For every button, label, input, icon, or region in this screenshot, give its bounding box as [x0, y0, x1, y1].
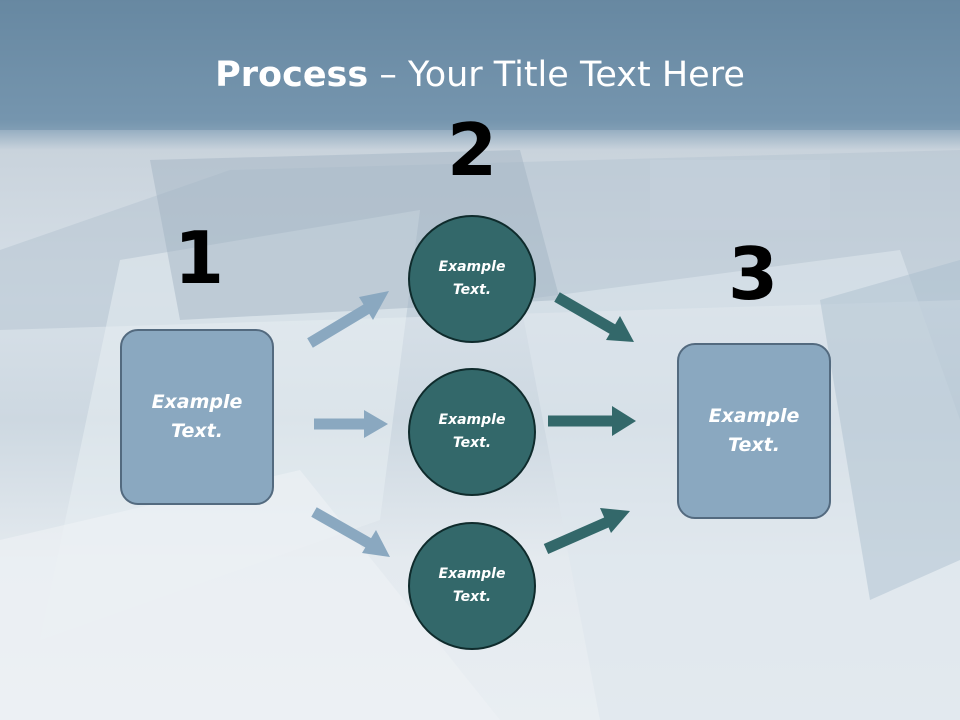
- step-1-text-line1: Example: [151, 391, 243, 413]
- step-number-1: 1: [173, 216, 225, 300]
- arrow-circle-bottom-to-box3: [543, 508, 630, 555]
- title-rest: – Your Title Text Here: [368, 55, 745, 95]
- circle-bottom-text-line2: Text.: [452, 589, 492, 605]
- arrow-circle-middle-to-box3: [548, 406, 636, 436]
- slide-title: Process – Your Title Text Here: [0, 52, 960, 98]
- step-3-text-line1: Example: [708, 405, 800, 427]
- circle-top-text-line2: Text.: [452, 282, 492, 298]
- step-3-text-line2: Text.: [728, 434, 780, 456]
- circle-middle-text-line1: Example: [438, 412, 506, 428]
- step-1-text-line2: Text.: [171, 420, 223, 442]
- arrow-box1-to-circle-middle: [314, 410, 388, 438]
- circle-middle-text-line2: Text.: [452, 435, 492, 451]
- circle-top-text-line1: Example: [438, 259, 506, 275]
- circle-bottom-text-line1: Example: [438, 566, 506, 582]
- arrow-circle-top-to-box3: [554, 292, 634, 342]
- arrow-box1-to-circle-top: [307, 291, 389, 348]
- title-bold: Process: [215, 55, 369, 95]
- step-number-3: 3: [727, 232, 779, 316]
- step-number-2: 2: [446, 108, 498, 192]
- arrow-box1-to-circle-bottom: [311, 507, 390, 557]
